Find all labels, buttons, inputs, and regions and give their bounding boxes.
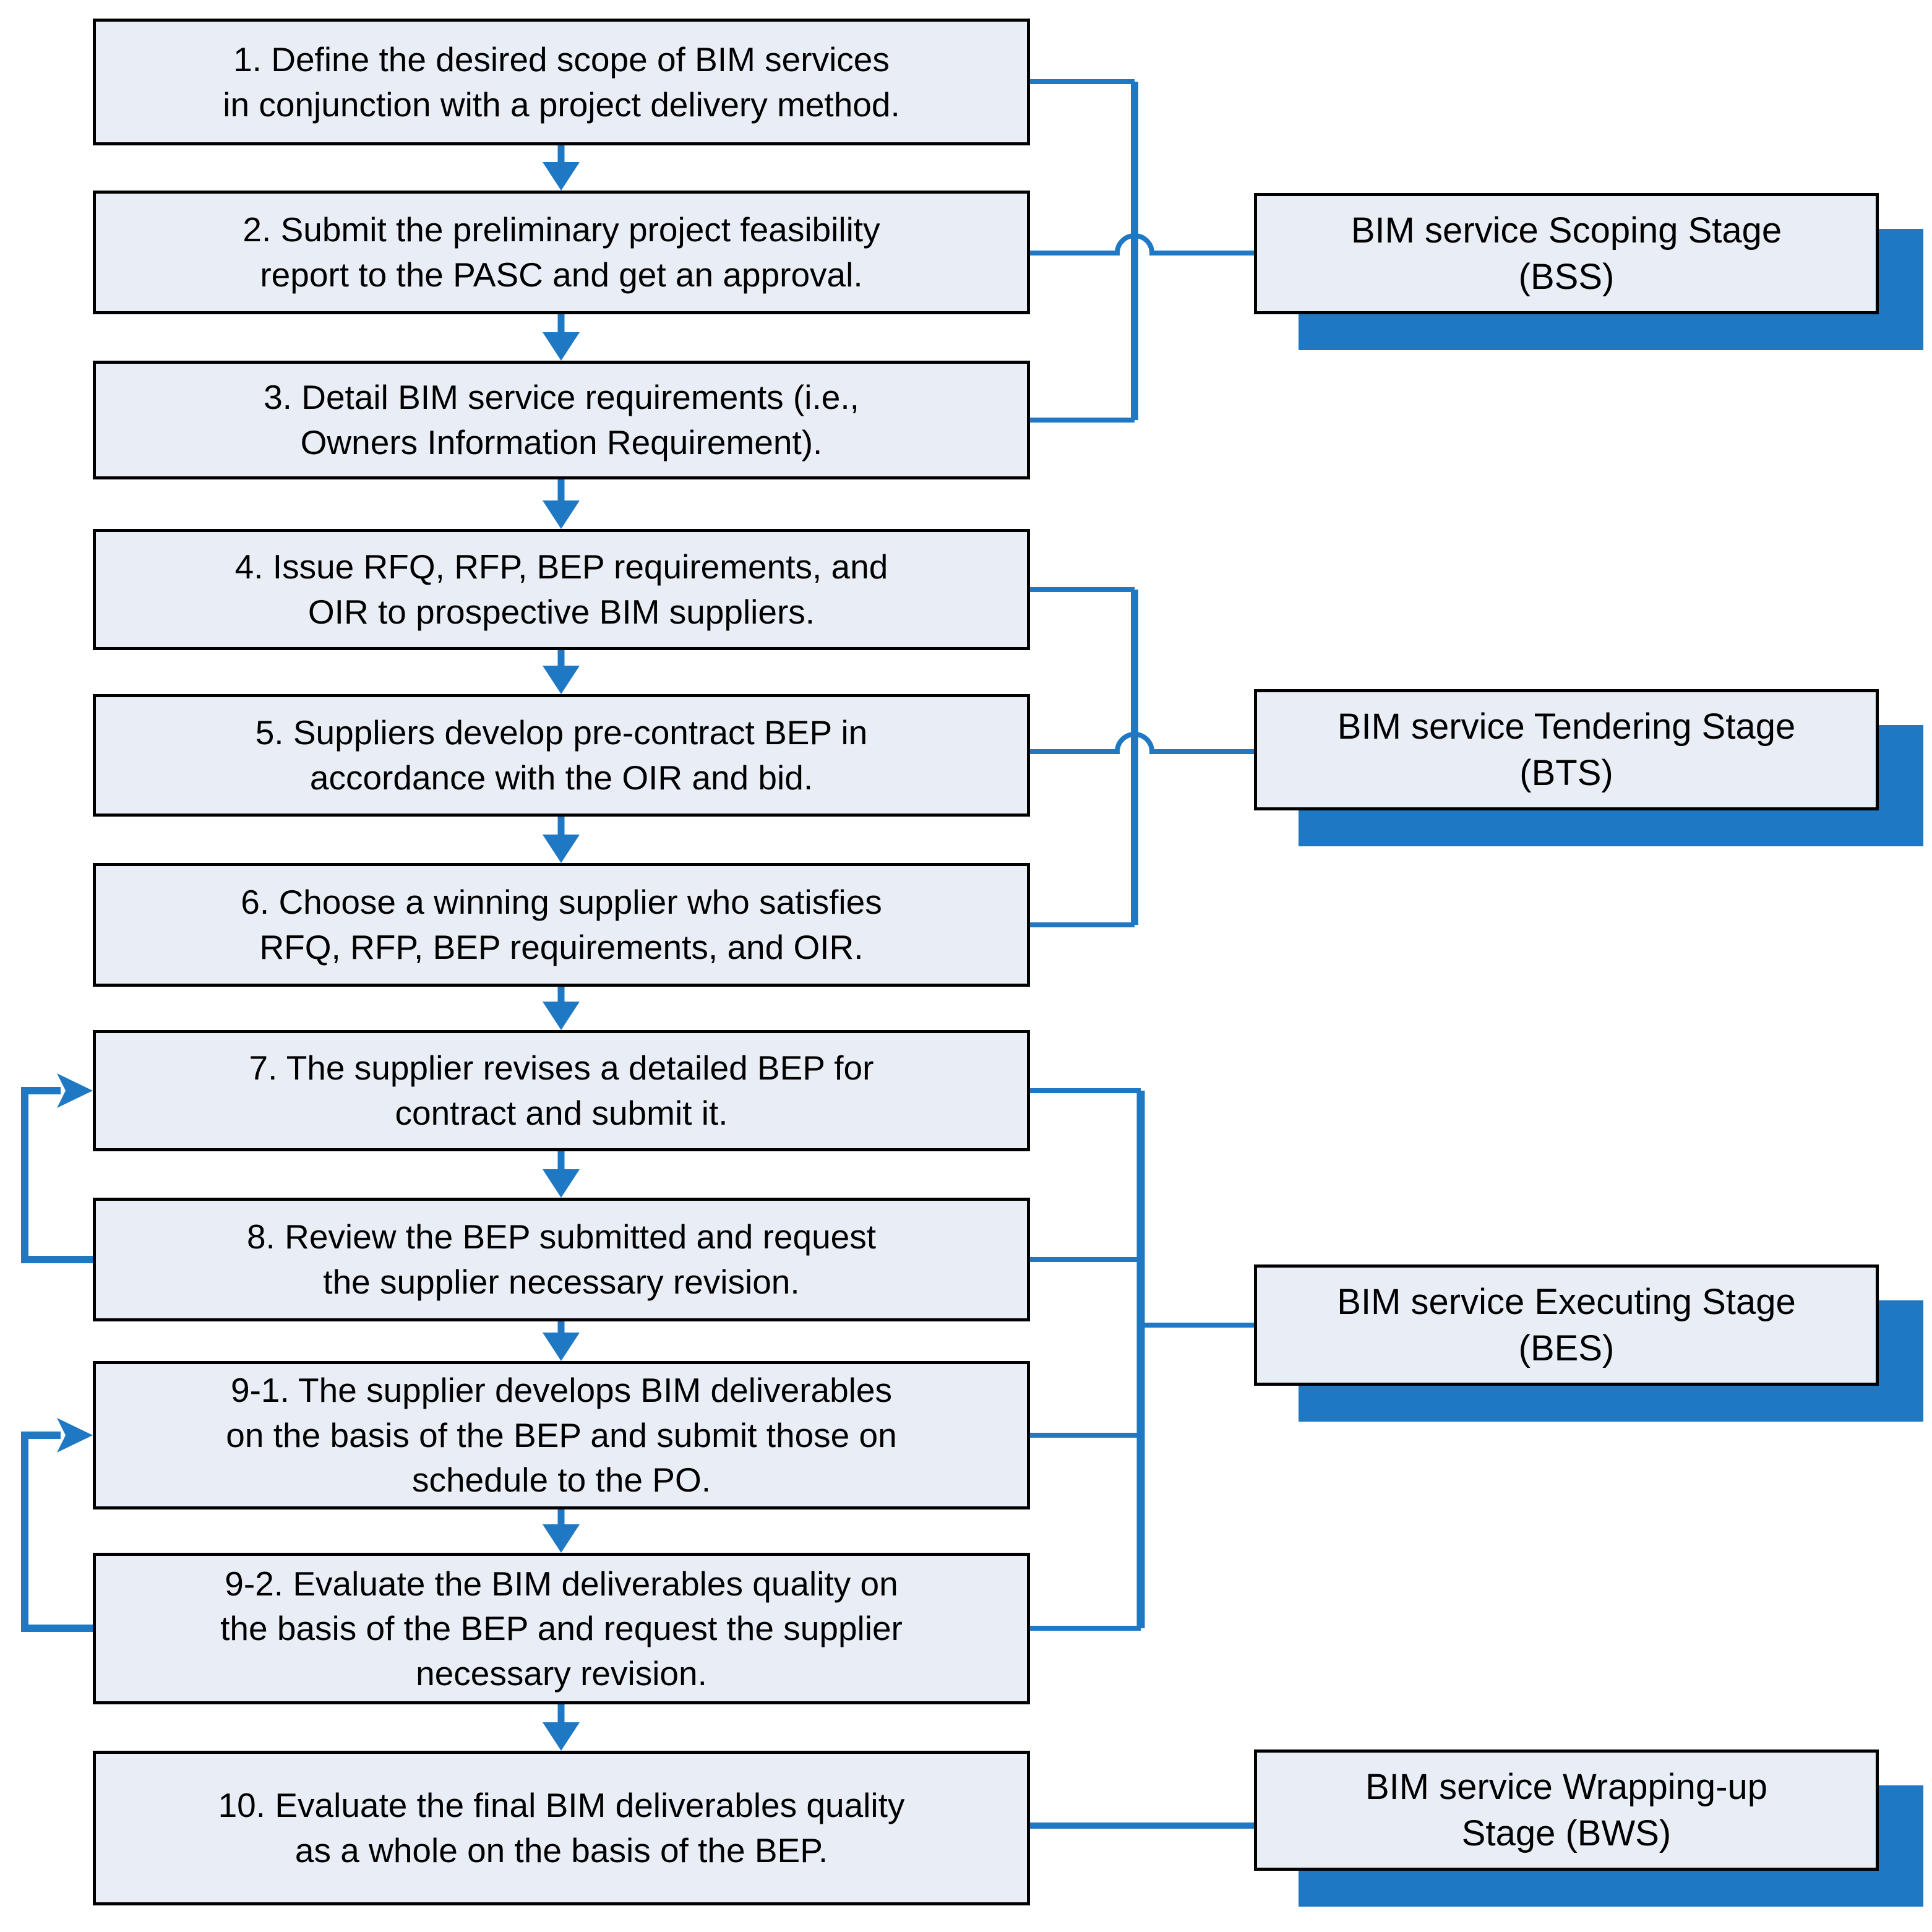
feedback-arrow-8-to-7 xyxy=(21,1073,93,1263)
step-text-7: 7. The supplier revises a detailed BEP f… xyxy=(249,1049,874,1132)
stage-box-bss: BIM service Scoping Stage (BSS) xyxy=(1254,193,1923,350)
step-text-6: 6. Choose a winning supplier who satisfi… xyxy=(241,883,882,966)
step-box-1: 1. Define the desired scope of BIM servi… xyxy=(93,19,1030,145)
feedback-arrowhead-icon xyxy=(57,1073,93,1108)
step-box-3: 3. Detail BIM service requirements (i.e.… xyxy=(93,361,1030,479)
step-text-8: 8. Review the BEP submitted and request … xyxy=(246,1217,877,1301)
step-text-9-2: 9-2. Evaluate the BIM deliverables quali… xyxy=(220,1564,903,1693)
stage-text-bws: BIM service Wrapping-up Stage (BWS) xyxy=(1365,1766,1768,1853)
step-text-9-1: 9-1. The supplier develops BIM deliverab… xyxy=(226,1371,897,1500)
bts-main-line-with-hop xyxy=(1030,732,1254,754)
flow-arrow-1-2 xyxy=(543,145,580,191)
stage-panel-bes: BIM service Executing Stage (BES) xyxy=(1254,1264,1879,1386)
flow-arrow-91-92 xyxy=(543,1509,580,1553)
stage-text-bts: BIM service Tendering Stage (BTS) xyxy=(1337,706,1796,793)
step-text-5: 5. Suppliers develop pre-contract BEP in… xyxy=(255,713,868,797)
feedback-arrowhead-icon xyxy=(57,1418,93,1453)
step-box-2: 2. Submit the preliminary project feasib… xyxy=(93,191,1030,314)
stage-panel-bts: BIM service Tendering Stage (BTS) xyxy=(1254,689,1879,810)
step-box-9-1: 9-1. The supplier develops BIM deliverab… xyxy=(93,1361,1030,1509)
step-box-8: 8. Review the BEP submitted and request … xyxy=(93,1198,1030,1321)
bes-bracket-connector xyxy=(1030,1088,1254,1631)
sequence-down-arrows xyxy=(543,145,580,1751)
feedback-arrow-92-to-91 xyxy=(21,1418,93,1632)
stage-panel-bss: BIM service Scoping Stage (BSS) xyxy=(1254,193,1879,314)
flow-arrow-5-6 xyxy=(543,817,580,863)
bss-main-line-with-hop xyxy=(1030,233,1254,255)
stage-panel-bws: BIM service Wrapping-up Stage (BWS) xyxy=(1254,1750,1879,1871)
stage-box-bes: BIM service Executing Stage (BES) xyxy=(1254,1264,1923,1422)
step-box-9-2: 9-2. Evaluate the BIM deliverables quali… xyxy=(93,1553,1030,1704)
stage-box-bws: BIM service Wrapping-up Stage (BWS) xyxy=(1254,1750,1923,1907)
step-box-6: 6. Choose a winning supplier who satisfi… xyxy=(93,863,1030,987)
stage-text-bes: BIM service Executing Stage (BES) xyxy=(1337,1281,1796,1368)
flow-arrow-3-4 xyxy=(543,479,580,529)
step-box-7: 7. The supplier revises a detailed BEP f… xyxy=(93,1030,1030,1151)
flow-arrow-6-7 xyxy=(543,987,580,1030)
step-text-3: 3. Detail BIM service requirements (i.e.… xyxy=(264,378,859,462)
flow-arrow-92-10 xyxy=(543,1704,580,1751)
bss-bracket-connector xyxy=(1030,79,1254,423)
step-text-2: 2. Submit the preliminary project feasib… xyxy=(243,210,880,294)
step-text-4: 4. Issue RFQ, RFP, BEP requirements, and… xyxy=(234,547,888,631)
step-box-4: 4. Issue RFQ, RFP, BEP requirements, and… xyxy=(93,529,1030,650)
stage-box-bts: BIM service Tendering Stage (BTS) xyxy=(1254,689,1923,846)
flow-arrow-7-8 xyxy=(543,1151,580,1198)
step-text-1: 1. Define the desired scope of BIM servi… xyxy=(223,40,900,124)
flow-arrow-4-5 xyxy=(543,650,580,694)
stage-text-bss: BIM service Scoping Stage (BSS) xyxy=(1350,210,1782,297)
flow-arrow-8-91 xyxy=(543,1321,580,1361)
step-box-10: 10. Evaluate the final BIM deliverables … xyxy=(93,1751,1030,1905)
flow-arrow-2-3 xyxy=(543,314,580,361)
bts-bracket-connector xyxy=(1030,587,1254,927)
step-box-5: 5. Suppliers develop pre-contract BEP in… xyxy=(93,694,1030,817)
step-text-10: 10. Evaluate the final BIM deliverables … xyxy=(218,1786,905,1870)
